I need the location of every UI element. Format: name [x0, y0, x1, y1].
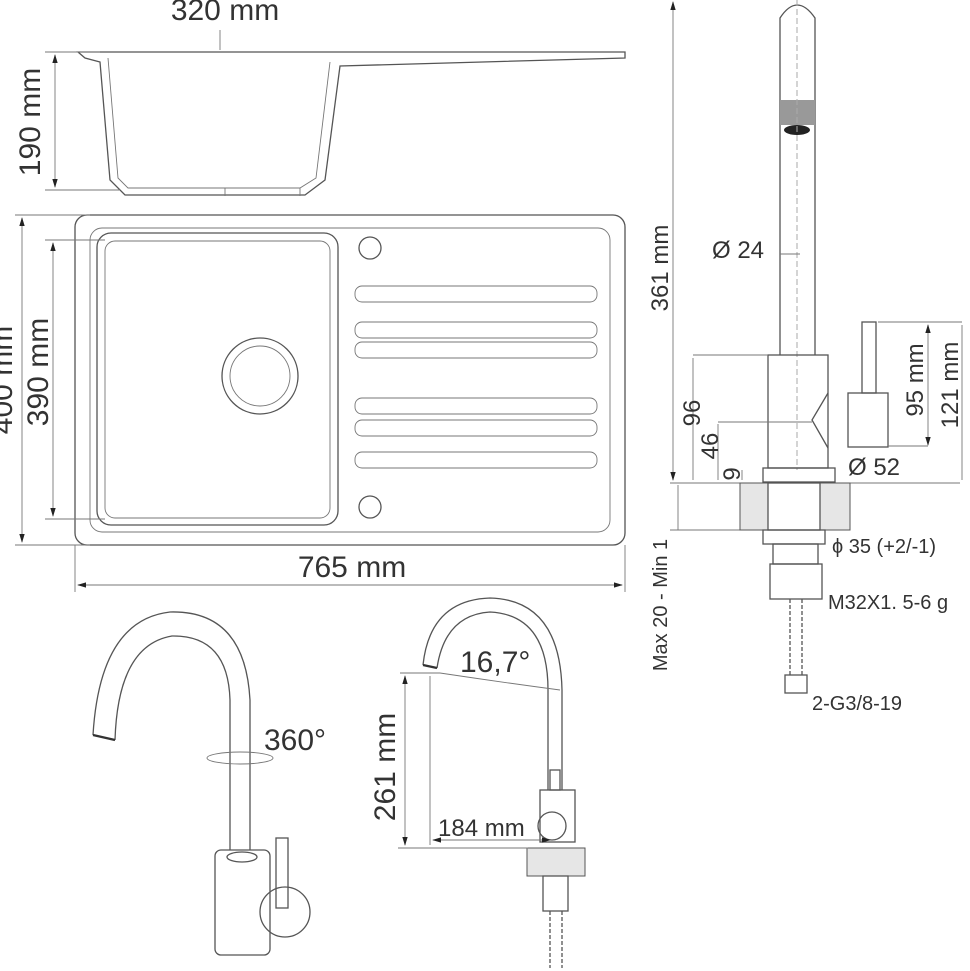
faucet-height-label: 361 mm [647, 225, 674, 312]
thread-label: M32X1. 5-6 g [828, 592, 948, 614]
front-height-label: 261 mm [369, 713, 402, 821]
faucet-rotation-view: 360° [92, 611, 326, 956]
bowl-depth-label: 390 mm [22, 318, 55, 426]
overflow-hole-icon [358, 495, 382, 519]
dim-46-label: 46 [697, 433, 724, 460]
dim-96-label: 96 [679, 400, 706, 427]
profile-width-label: 320 mm [171, 0, 279, 27]
faucet-side-view: Ø 24 361 mm 96 46 9 95 mm 121 mm Ø 52 ϕ … [647, 0, 964, 715]
handle-95-label: 95 mm [902, 343, 929, 416]
profile-depth-label: 190 mm [14, 68, 47, 176]
faucet-front-view: 16,7° 261 mm 184 mm [369, 597, 586, 968]
rotation-label: 360° [264, 724, 326, 757]
hose-label: 2-G3/8-19 [812, 693, 902, 715]
sink-top-view: 400 mm 390 mm 765 mm [0, 214, 626, 592]
length-label: 765 mm [298, 551, 406, 584]
body-diameter-label: Ø 52 [848, 454, 900, 481]
handle-121-label: 121 mm [937, 342, 964, 429]
spout-angle-label: 16,7° [460, 646, 530, 679]
outer-depth-label: 400 mm [0, 326, 19, 434]
drain-icon [221, 337, 299, 415]
dim-9-label: 9 [719, 467, 746, 480]
hole-diameter-label: ϕ 35 (+2/-1) [832, 536, 936, 558]
countertop-thickness-label: Max 20 - Min 1 [650, 539, 672, 671]
tap-hole-icon [358, 236, 382, 260]
reach-label: 184 mm [438, 815, 525, 842]
spout-diameter-label: Ø 24 [712, 237, 764, 264]
sink-profile-view: 320 mm 190 mm [14, 0, 626, 196]
